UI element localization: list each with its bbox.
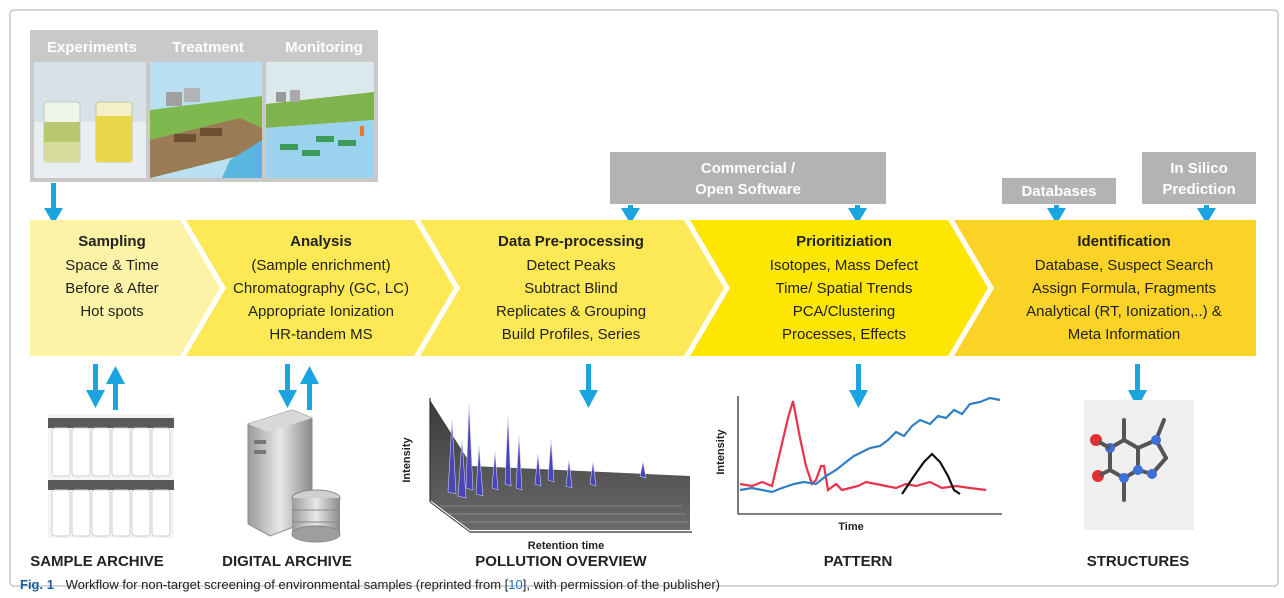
top-panels: Experiments Treatment Monitoring <box>30 30 378 182</box>
step-analysis-line-2: Chromatography (GC, LC) <box>233 280 409 297</box>
workflow-steps: Sampling Space & Time Before & After Hot… <box>30 220 1256 356</box>
treatment-photo <box>150 62 262 178</box>
structure-image <box>1084 400 1194 530</box>
insilico-line-1: In Silico <box>1170 160 1228 177</box>
digital-archive-image <box>247 409 341 543</box>
label-sample-archive: SAMPLE ARCHIVE <box>30 553 164 570</box>
step-analysis-line-3: Appropriate Ionization <box>248 303 394 320</box>
pattern-y-label: Intensity <box>715 429 727 475</box>
insilico-box: In Silico Prediction <box>1142 152 1256 204</box>
step-title-prioritization: Prioritiziation <box>796 233 892 250</box>
pattern-series-blue <box>739 396 1001 494</box>
overview-y-label: Intensity <box>401 437 413 483</box>
experiments-photo <box>34 62 146 178</box>
databases-label: Databases <box>1021 183 1096 200</box>
arrow-sampling-up <box>106 366 125 410</box>
experiments-label: Experiments <box>47 39 137 56</box>
overview-depth-axis <box>429 501 471 533</box>
step-prioritization-line-1: Isotopes, Mass Defect <box>770 257 919 274</box>
step-shape-analysis <box>186 220 454 356</box>
bottom-labels: SAMPLE ARCHIVE DIGITAL ARCHIVE POLLUTION… <box>30 553 1189 570</box>
arrow-insilico-down <box>1197 205 1216 224</box>
arrow-analysis-down <box>278 364 297 408</box>
label-structures: STRUCTURES <box>1087 553 1190 570</box>
step-sampling-line-2: Before & After <box>65 280 158 297</box>
overview-x-label: Retention time <box>528 540 604 552</box>
step-title-identification: Identification <box>1077 233 1170 250</box>
step-title-sampling: Sampling <box>78 233 146 250</box>
arrow-sampling-down <box>86 364 105 408</box>
step-identification-line-3: Analytical (RT, Ionization,..) & <box>1026 303 1222 320</box>
step-sampling-line-3: Hot spots <box>80 303 143 320</box>
software-line-1: Commercial / <box>701 160 796 177</box>
arrow-databases-down <box>1047 205 1066 224</box>
label-pattern: PATTERN <box>824 553 893 570</box>
step-shape-sampling <box>30 220 220 356</box>
step-prioritization-line-3: PCA/Clustering <box>793 303 896 320</box>
arrow-analysis-up <box>300 366 319 410</box>
arrow-prioritization-down <box>849 364 868 408</box>
step-preprocessing-line-1: Detect Peaks <box>526 257 615 274</box>
pattern-series-red <box>739 400 987 492</box>
software-box: Commercial / Open Software <box>610 152 886 204</box>
step-shape-identification <box>954 220 1256 356</box>
caption-reference-link[interactable]: 10 <box>508 577 522 592</box>
step-identification-line-4: Meta Information <box>1068 326 1181 343</box>
step-title-analysis: Analysis <box>290 233 352 250</box>
label-pollution-overview: POLLUTION OVERVIEW <box>475 553 647 570</box>
pattern-series-black <box>901 452 961 495</box>
monitoring-photo <box>266 62 374 178</box>
software-line-2: Open Software <box>695 181 801 198</box>
overview-surface <box>430 400 690 530</box>
figure-caption: Fig. 1 Workflow for non-target screening… <box>20 577 720 592</box>
overview-peaks <box>447 403 647 499</box>
pollution-overview-chart: Intensity Retention time <box>401 398 692 552</box>
treatment-label: Treatment <box>172 39 244 56</box>
arrow-experiments-down <box>44 183 63 224</box>
step-analysis-line-4: HR-tandem MS <box>269 326 372 343</box>
step-preprocessing-line-3: Replicates & Grouping <box>496 303 646 320</box>
arrow-identification-down <box>1128 364 1147 408</box>
pattern-chart: Intensity Time <box>715 396 1002 533</box>
databases-box: Databases <box>1002 178 1116 204</box>
step-shape-prioritization <box>690 220 988 356</box>
step-identification-line-1: Database, Suspect Search <box>1035 257 1213 274</box>
label-digital-archive: DIGITAL ARCHIVE <box>222 553 352 570</box>
pattern-x-label: Time <box>838 521 863 533</box>
arrow-preprocessing-down <box>579 364 598 408</box>
caption-text-start: Workflow for non-target screening of env… <box>66 577 509 592</box>
step-prioritization-line-4: Processes, Effects <box>782 326 906 343</box>
step-prioritization-line-2: Time/ Spatial Trends <box>776 280 913 297</box>
arrow-software-down-2 <box>848 205 867 224</box>
arrow-software-down <box>621 205 640 224</box>
monitoring-label: Monitoring <box>285 39 362 56</box>
sample-archive-image <box>48 414 174 538</box>
step-analysis-line-1: (Sample enrichment) <box>251 257 390 274</box>
step-preprocessing-line-4: Build Profiles, Series <box>502 326 640 343</box>
step-identification-line-2: Assign Formula, Fragments <box>1032 280 1216 297</box>
insilico-line-2: Prediction <box>1162 181 1235 198</box>
input-arrows <box>44 183 1216 224</box>
step-sampling-line-1: Space & Time <box>65 257 158 274</box>
step-shape-preprocessing <box>420 220 724 356</box>
step-title-preprocessing: Data Pre-processing <box>498 233 644 250</box>
output-arrows <box>86 364 1147 410</box>
caption-text-end: ], with permission of the publisher) <box>523 577 720 592</box>
caption-label: Fig. 1 <box>20 577 54 592</box>
step-preprocessing-line-2: Subtract Blind <box>524 280 617 297</box>
